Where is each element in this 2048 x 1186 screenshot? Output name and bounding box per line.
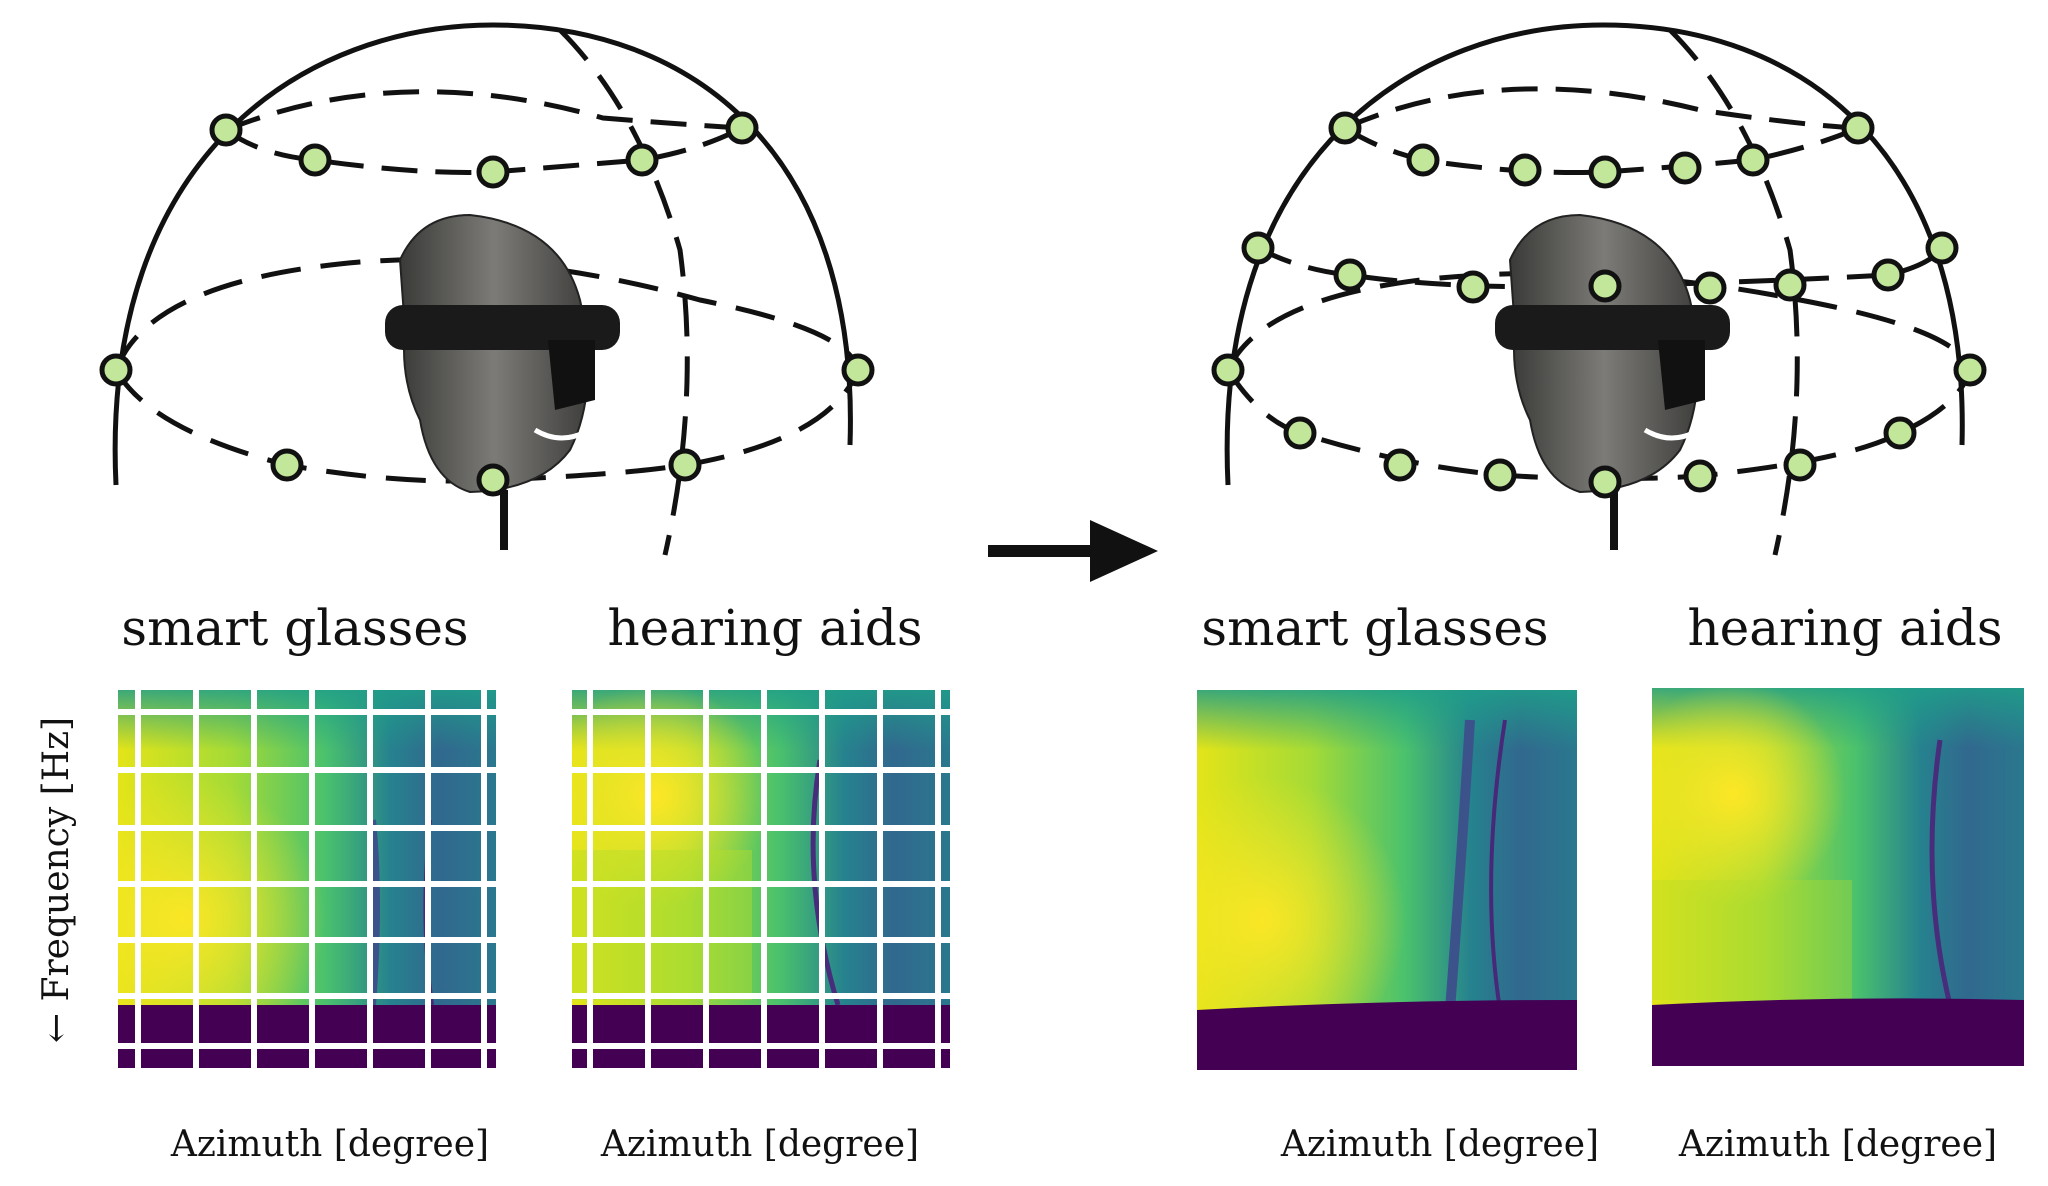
sunglasses-icon (1495, 305, 1730, 350)
left-scene (99, 22, 875, 556)
dome-meridian (1668, 28, 1800, 556)
mouth-mark (1643, 427, 1697, 441)
left-glasses-title: smart glasses (121, 599, 468, 657)
source-point (99, 353, 133, 387)
source-point (1241, 231, 1275, 265)
right-arrow-icon (988, 520, 1158, 582)
source-point (1783, 448, 1817, 482)
dome-arc-equator-front (113, 368, 861, 484)
dome-outline (112, 22, 853, 486)
source-point (1883, 416, 1917, 450)
source-point (1683, 459, 1717, 493)
y-axis-label: ← Frequency [Hz] (36, 717, 77, 1043)
source-point (1283, 416, 1317, 450)
source-point (1588, 155, 1622, 189)
source-point (841, 353, 875, 387)
left-glasses-xlabel: Azimuth [degree] (170, 1124, 489, 1165)
source-point (1483, 458, 1517, 492)
source-point (668, 448, 702, 482)
sunglasses-icon (385, 305, 620, 350)
right-scene (1211, 22, 1987, 556)
heatmap-right-aids (1652, 688, 2024, 1066)
source-point (476, 155, 510, 189)
left-dome (112, 22, 861, 556)
left-source-points (99, 111, 875, 497)
left-aids-title: hearing aids (607, 599, 922, 657)
mouth-mark (533, 427, 587, 441)
source-point (1693, 271, 1727, 305)
dome-meridian (558, 28, 690, 556)
source-point (1773, 268, 1807, 302)
heatmap-left-glasses (118, 690, 496, 1068)
source-point (1406, 143, 1440, 177)
source-point (1508, 153, 1542, 187)
source-point (209, 113, 243, 147)
dome-arc-upper (225, 89, 743, 133)
head-stand (1610, 490, 1618, 550)
left-head (385, 213, 620, 550)
dome-arc-upper (1343, 86, 1859, 131)
source-point (1588, 465, 1622, 499)
source-point (1588, 269, 1622, 303)
head-mannequin-icon (398, 213, 589, 494)
source-point (1383, 448, 1417, 482)
source-point (1841, 111, 1875, 145)
source-point (298, 143, 332, 177)
right-aids-xlabel: Azimuth [degree] (1678, 1124, 1997, 1165)
head-mannequin-icon (1508, 213, 1699, 494)
head-stand (500, 490, 508, 550)
grid-overlay (572, 690, 950, 1068)
right-head (1495, 213, 1730, 550)
left-aids-xlabel: Azimuth [degree] (600, 1124, 919, 1165)
grid-overlay (118, 690, 496, 1068)
source-point (1871, 258, 1905, 292)
right-glasses-xlabel: Azimuth [degree] (1280, 1124, 1599, 1165)
source-point (476, 463, 510, 497)
source-point (1953, 353, 1987, 387)
dome-arc-equator-back (113, 257, 861, 371)
source-point (270, 448, 304, 482)
earpiece-icon (548, 340, 595, 410)
heatmap-left-aids (572, 690, 950, 1068)
heatmap-right-glasses (1197, 690, 1577, 1070)
source-point (725, 111, 759, 145)
source-point (1668, 151, 1702, 185)
source-point (1211, 353, 1245, 387)
source-point (1333, 258, 1367, 292)
earpiece-icon (1658, 340, 1705, 410)
source-point (1456, 270, 1490, 304)
right-aids-title: hearing aids (1687, 599, 2002, 657)
right-source-points (1211, 111, 1987, 499)
source-point (625, 143, 659, 177)
source-point (1736, 143, 1770, 177)
source-point (1328, 111, 1362, 145)
source-point (1925, 231, 1959, 265)
right-glasses-title: smart glasses (1201, 599, 1548, 657)
dome-outline (1224, 22, 1965, 486)
